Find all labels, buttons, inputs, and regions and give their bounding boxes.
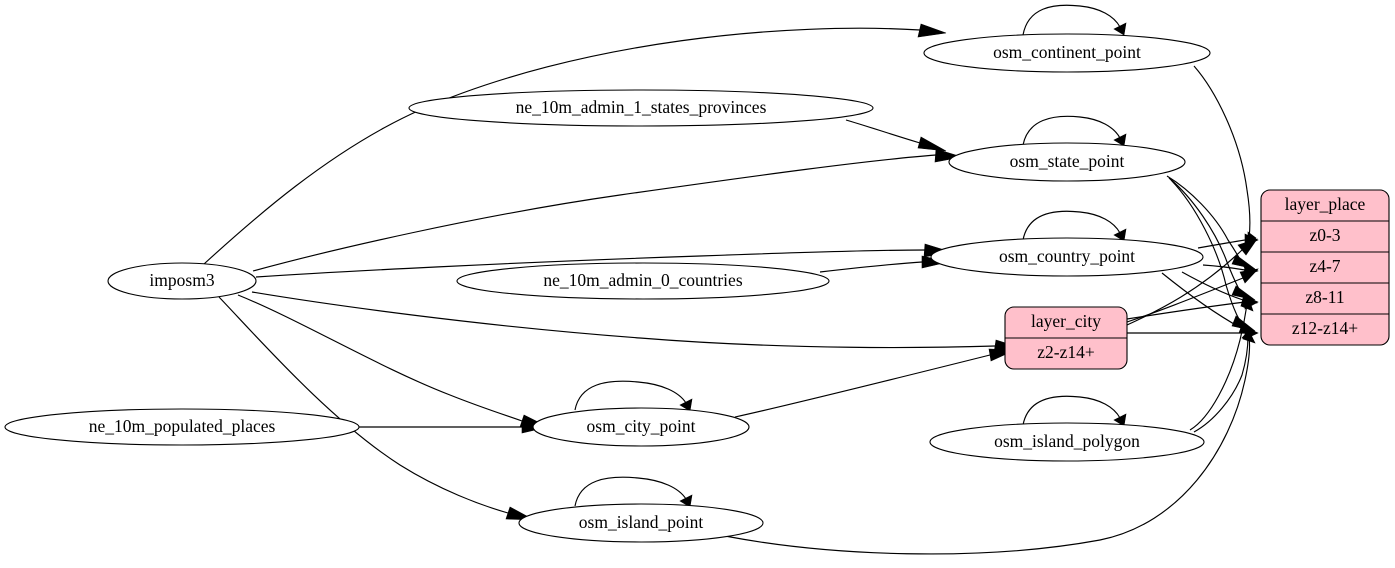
edge-imposm3-to-osm_city_point [237, 294, 549, 428]
node-osm_continent_point-label: osm_continent_point [993, 42, 1141, 62]
layer_city-header-label: layer_city [1031, 311, 1101, 331]
edge-layer_city-to-z0_3 [1126, 238, 1258, 326]
edge-island_polygon-to-z8_11 [1189, 298, 1254, 431]
edge-self-osm_island_point [574, 476, 693, 508]
table-nodes: osm_continent_point osm_state_point osm_… [518, 33, 1211, 543]
edge-self-osm_island_polygon [1022, 395, 1127, 427]
node-imposm3-label: imposm3 [149, 270, 214, 290]
edge-layer [203, 4, 1259, 555]
node-osm_state_point[interactable]: osm_state_point [948, 142, 1186, 182]
layer_place-header-label: layer_place [1285, 194, 1366, 214]
edge-layer_city-to-z8_11 [1126, 295, 1259, 320]
node-ne_10m_populated_places-label: ne_10m_populated_places [89, 416, 276, 436]
edge-ne-countries-to-osm_country_point [819, 255, 949, 273]
node-osm_island_polygon-label: osm_island_polygon [994, 431, 1140, 451]
layer_place-row-z12-z14-label: z12-z14+ [1292, 318, 1358, 338]
node-ne_10m_admin_1_states_provinces[interactable]: ne_10m_admin_1_states_provinces [408, 89, 874, 127]
edge-layer_city-to-z12 [1126, 326, 1259, 340]
node-osm_continent_point[interactable]: osm_continent_point [923, 33, 1211, 73]
edge-continent-to-z0_3 [1193, 65, 1257, 246]
layer_city-row-z2-z14-label: z2-z14+ [1037, 342, 1095, 362]
node-ne_10m_populated_places[interactable]: ne_10m_populated_places [4, 408, 360, 446]
edge-imposm3-to-osm_continent_point [203, 23, 947, 265]
layer_place-row-z4-7-label: z4-7 [1309, 256, 1340, 276]
node-osm_city_point-label: osm_city_point [587, 416, 696, 436]
edge-ne-populated-to-osm_city_point [359, 420, 549, 434]
node-ne_10m_admin_0_countries[interactable]: ne_10m_admin_0_countries [456, 262, 830, 300]
edge-imposm3-to-osm_state_point [252, 148, 963, 272]
edge-ne-states-to-osm_state_point [845, 119, 947, 152]
node-imposm3[interactable]: imposm3 [107, 262, 257, 300]
edge-layer_city-to-z4_7 [1126, 268, 1259, 323]
source-nodes: imposm3 ne_10m_admin_1_states_provinces … [4, 89, 874, 446]
node-osm_island_polygon[interactable]: osm_island_polygon [929, 422, 1205, 462]
layer-nodes: layer_place z0-3 z4-7 z8-11 z12-z14+ lay… [1004, 189, 1390, 370]
edge-self-osm_country_point [1022, 210, 1127, 242]
edge-self-osm_city_point [574, 380, 693, 412]
edge-city-to-layer_city [734, 348, 1016, 418]
node-layer_city[interactable]: layer_city z2-z14+ [1004, 306, 1128, 370]
edge-self-osm_continent_point [1022, 4, 1127, 36]
edge-imposm3-to-layer_city-z2 [251, 291, 1022, 354]
edge-state-to-z4_7 [1166, 175, 1256, 270]
node-ne_10m_admin_0_countries-label: ne_10m_admin_0_countries [543, 270, 742, 290]
edge-state-to-z8_11 [1168, 177, 1256, 301]
node-osm_country_point[interactable]: osm_country_point [930, 237, 1204, 277]
node-layer_place[interactable]: layer_place z0-3 z4-7 z8-11 z12-z14+ [1260, 189, 1390, 346]
node-osm_island_point-label: osm_island_point [579, 512, 704, 532]
node-osm_state_point-label: osm_state_point [1010, 151, 1125, 171]
edge-self-osm_state_point [1022, 115, 1127, 147]
layer_place-row-z8-11-label: z8-11 [1305, 287, 1344, 307]
node-osm_country_point-label: osm_country_point [999, 246, 1135, 266]
node-ne_10m_admin_1_states_provinces-label: ne_10m_admin_1_states_provinces [516, 97, 767, 117]
node-osm_city_point[interactable]: osm_city_point [532, 407, 750, 447]
layer_place-row-z0-3-label: z0-3 [1309, 225, 1340, 245]
node-osm_island_point[interactable]: osm_island_point [518, 503, 764, 543]
